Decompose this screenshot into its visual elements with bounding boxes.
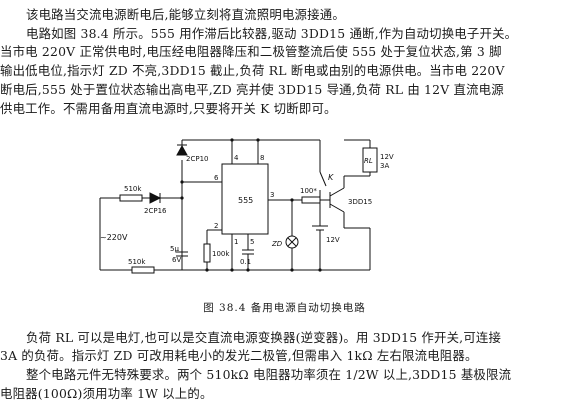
p2-line-4: 断电后,555 处于置位状态输出高电平,ZD 亮并使 3DD15 导通,负荷 R… (0, 82, 504, 97)
p2-line-5: 供电工作。不需用备用直流电源时,只要将开关 K 切断即可。 (0, 101, 337, 116)
p4-line-2: 电阻器(100Ω)须用功率 1W 以上的。 (0, 386, 213, 401)
label-transistor: 3DD15 (348, 198, 372, 206)
label-pin2: 2 (214, 222, 218, 230)
label-relay-v: 12V (380, 153, 394, 161)
label-pin3: 3 (270, 191, 274, 199)
label-switch: K (328, 173, 334, 182)
label-d1: 2CP10 (186, 155, 208, 163)
label-cap1-b: 6V (172, 256, 181, 264)
label-cap2: 0.1 (240, 258, 251, 266)
label-r1: 510k (124, 185, 142, 193)
label-lamp: ZD (271, 240, 283, 248)
label-relay-a: 3A (380, 162, 389, 170)
p1-line-1: 该电路当交流电源断电后,能够立刻将直流照明电源接通。 (26, 7, 345, 22)
label-relay-rl: RL (364, 157, 373, 165)
p2-line-2: 当市电 220V 正常供电时,电压经电阻器降压和二极管整流后使 555 处于复位… (0, 44, 502, 59)
label-pin6: 6 (214, 174, 219, 182)
label-pin4: 4 (234, 154, 239, 162)
label-r3: 100k (212, 250, 230, 258)
p2-line-3: 输出低电位,指示灯 ZD 不亮,3DD15 截止,负荷 RL 断电或由别的电源供… (0, 63, 505, 78)
label-pin5: 5 (250, 238, 254, 246)
figure-caption: 图 38.4 备用电源自动切换电路 (203, 302, 366, 314)
label-pin8: 8 (260, 154, 264, 162)
p3-line-2: 3A 的负荷。指示灯 ZD 可改用耗电小的发光二极管,但需串入 1kΩ 左右限流… (0, 348, 478, 363)
label-pin1: 1 (234, 238, 238, 246)
p4-line-1: 整个电路元件无特殊要求。两个 510kΩ 电阻器功率须在 1/2W 以上,3DD… (26, 367, 512, 382)
p2-line-1: 电路如图 38.4 所示。555 用作滞后比较器,驱动 3DD15 通断,作为自… (26, 26, 518, 41)
label-rb: 100* (300, 187, 317, 195)
label-d2: 2CP16 (144, 207, 167, 215)
label-ic: 555 (238, 196, 253, 205)
label-ac: ~220V (100, 233, 128, 242)
label-cap1-a: 5μ (170, 245, 179, 253)
label-r2: 510k (128, 258, 146, 266)
p3-line-1: 负荷 RL 可以是电灯,也可以是交直流电源变换器(逆变器)。用 3DD15 作开… (26, 330, 502, 345)
label-battery: 12V (326, 236, 340, 244)
